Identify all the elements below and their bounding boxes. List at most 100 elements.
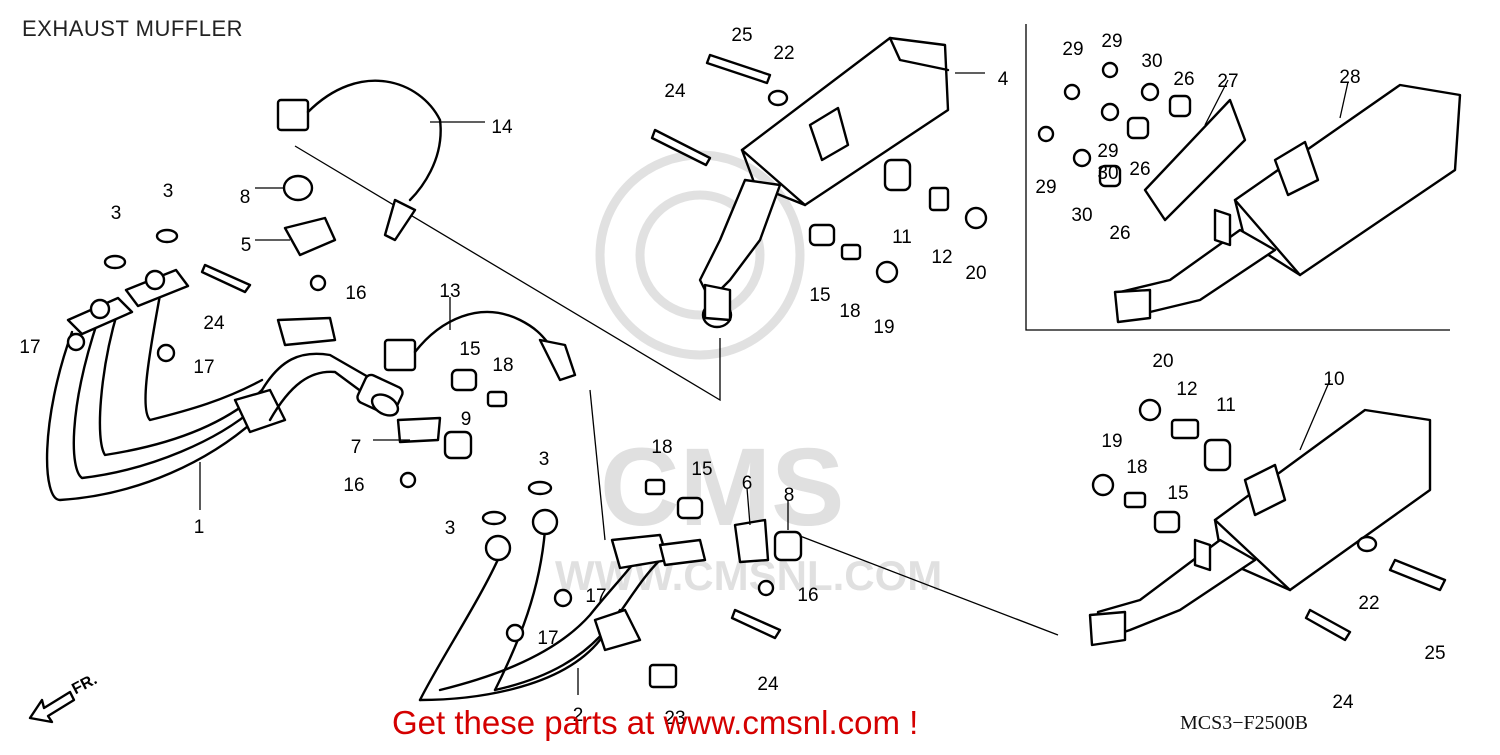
part-bracket-27[interactable] [1143,98,1247,222]
part-collar-30[interactable] [1100,102,1120,122]
part-bolt-24[interactable] [650,128,712,167]
part-bolt-24[interactable] [730,608,782,640]
callout-30: 30 [1097,163,1118,184]
part-nut-19[interactable] [875,260,899,284]
callout-1: 1 [194,517,205,538]
part-gasket-8[interactable] [773,530,803,562]
part-bolt-24[interactable] [1304,608,1352,642]
callout-9: 9 [461,409,472,430]
part-nut-17[interactable] [505,623,525,643]
part-collar-18[interactable] [840,243,862,261]
part-bolt-29[interactable] [1037,125,1055,143]
part-clamp-7[interactable] [396,416,442,444]
part-nut-17[interactable] [66,332,86,352]
part-collar-18[interactable] [1123,491,1147,509]
part-bolt-29[interactable] [1063,83,1081,101]
callout-17: 17 [193,357,214,378]
callout-2: 2 [573,705,584,726]
part-nut-20[interactable] [964,206,988,230]
callout-20: 20 [965,263,986,284]
part-nut-19[interactable] [1091,473,1115,497]
callout-5: 5 [241,235,252,256]
callout-13: 13 [439,281,460,302]
part-grommet-26[interactable] [1098,164,1122,188]
callout-12: 12 [931,247,952,268]
part-gasket-9[interactable] [443,430,473,460]
callout-24: 24 [757,674,779,695]
part-collar-18[interactable] [644,478,666,496]
callout-16: 16 [345,283,366,304]
part-grommet-11[interactable] [1203,438,1232,472]
part-muffler-28[interactable] [1113,83,1462,324]
callout-7: 7 [351,437,362,458]
footer-promo-text: Get these parts at www.cmsnl.com ! [392,704,919,741]
callout-17: 17 [585,586,606,607]
part-collar-12[interactable] [1170,418,1200,440]
part-nut-20[interactable] [1138,398,1162,422]
part-nut-23[interactable] [648,663,678,689]
part-bolt-24[interactable] [200,263,252,294]
callout-22: 22 [1358,593,1379,614]
part-exhaust-pipe-2[interactable] [418,508,707,702]
callout-18: 18 [492,355,513,376]
part-grommet-15[interactable] [450,368,478,392]
callout-8: 8 [784,485,795,506]
part-bolt-16[interactable] [309,274,327,292]
callout-18: 18 [651,437,672,458]
callout-27: 27 [1217,71,1238,92]
part-gasket-8[interactable] [282,174,314,202]
part-exhaust-pipe-1[interactable] [45,268,404,502]
part-nut-17[interactable] [553,588,573,608]
part-grommet-26[interactable] [1126,116,1150,140]
callout-29: 29 [1101,31,1122,52]
callout-3: 3 [111,203,122,224]
part-collar-18[interactable] [486,390,508,408]
callout-26: 26 [1109,223,1130,244]
callout-10: 10 [1323,369,1344,390]
part-bolt-16[interactable] [399,471,417,489]
callout-23: 23 [664,708,685,729]
part-collar-30[interactable] [1072,148,1092,168]
callout-29: 29 [1062,39,1083,60]
part-washer-3[interactable] [155,228,179,244]
part-grommet-11[interactable] [883,158,912,192]
part-muffler-4[interactable] [698,36,950,329]
watermark-logo: CMS WWW.CMSNL.COM [555,150,942,599]
part-washer-22[interactable] [1356,535,1378,553]
part-grommet-15[interactable] [808,223,836,247]
callout-15: 15 [691,459,712,480]
part-bolt-16[interactable] [757,579,775,597]
page-title: EXHAUST MUFFLER [22,16,244,41]
part-grommet-26[interactable] [1168,94,1192,118]
callout-30: 30 [1071,205,1092,226]
part-clamp-6[interactable] [733,518,770,564]
part-washer-3[interactable] [481,510,507,526]
part-bolt-29[interactable] [1101,61,1119,79]
callout-24: 24 [664,81,686,102]
part-oxygen-sensor-14[interactable] [276,79,442,242]
part-oxygen-sensor-13[interactable] [383,310,577,382]
callout-4: 4 [998,69,1009,90]
part-bolt-25[interactable] [705,53,772,85]
part-bolt-25[interactable] [1388,558,1447,592]
callout-26: 26 [1173,69,1194,90]
part-grommet-15[interactable] [676,496,704,520]
part-washer-3[interactable] [103,254,127,270]
part-washer-3[interactable] [527,480,553,496]
callout-26: 26 [1129,159,1150,180]
part-collar-30[interactable] [1140,82,1160,102]
part-washer-22[interactable] [767,89,789,107]
front-direction-arrow-icon [28,690,76,724]
part-muffler-10[interactable] [1088,408,1432,647]
part-collar-12[interactable] [928,186,950,212]
connection-line [294,145,721,402]
part-clamp-5[interactable] [283,216,337,257]
part-grommet-15[interactable] [1153,510,1181,534]
callout-15: 15 [809,285,830,306]
part-nut-17[interactable] [156,343,176,363]
callout-3: 3 [539,449,550,470]
callout-12: 12 [1176,379,1197,400]
diagram-code: MCS3−F2500B [1180,712,1308,734]
